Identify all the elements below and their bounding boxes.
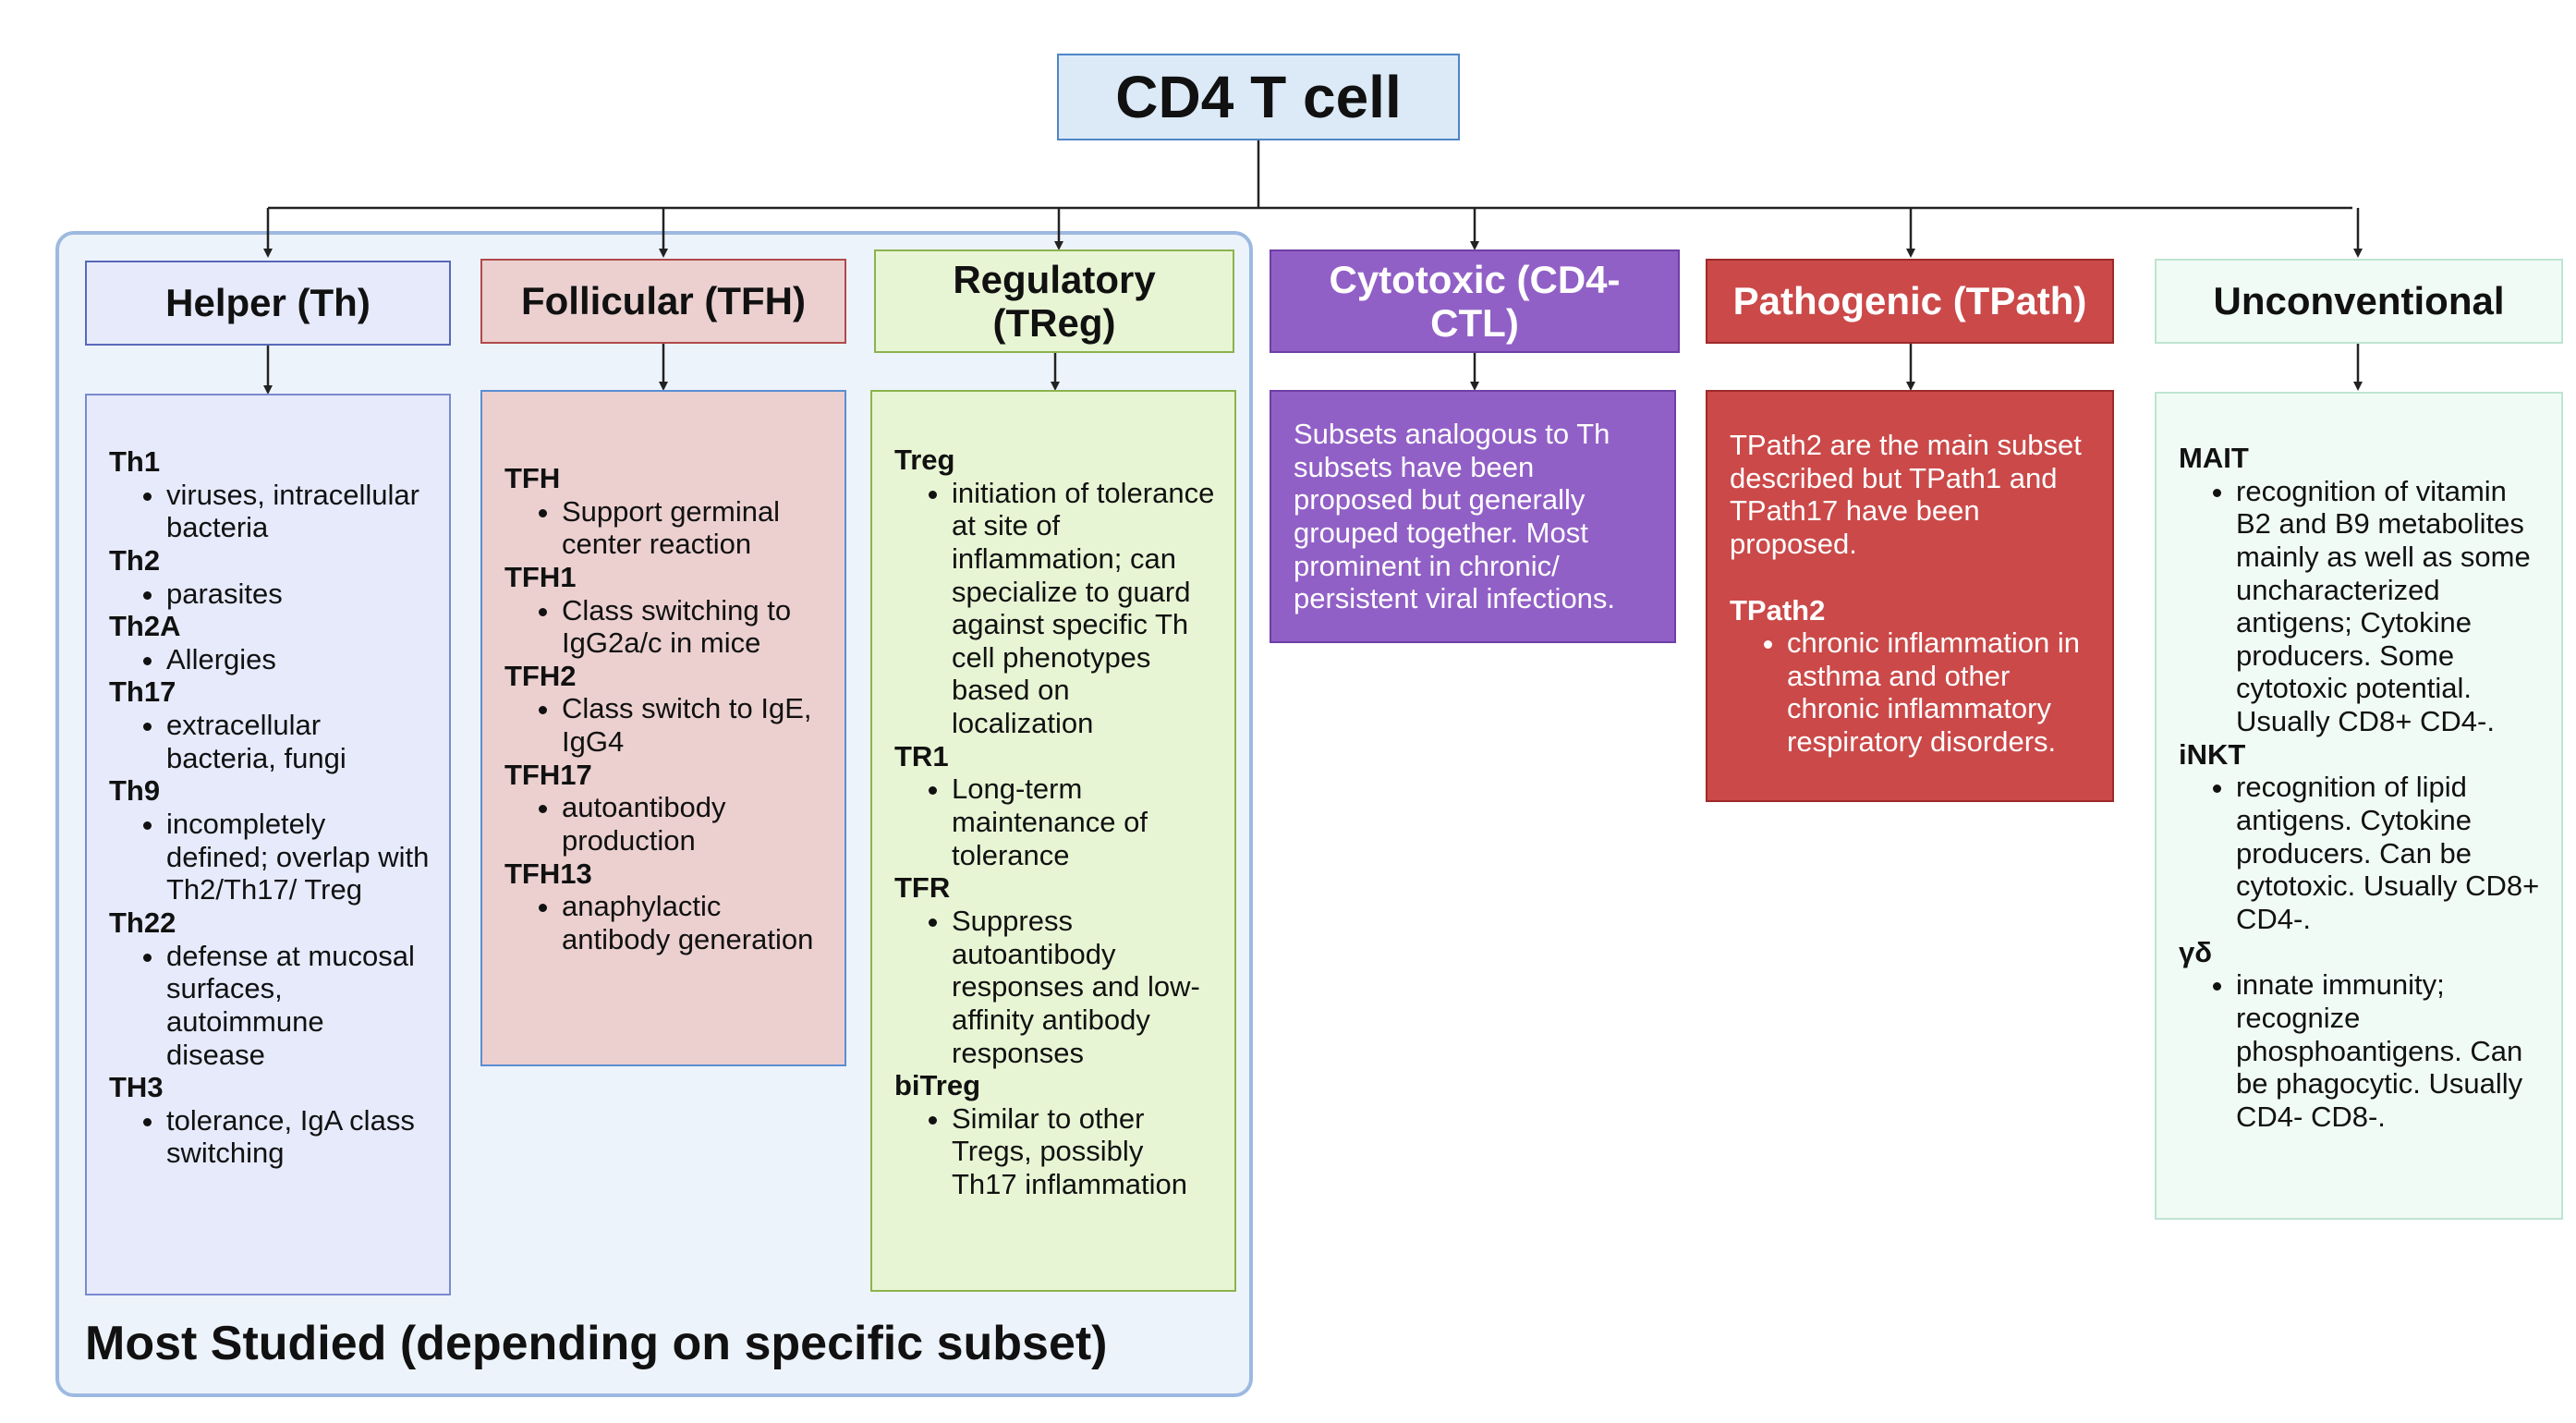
subset-description: Suppress autoantibody responses and low-…: [952, 905, 1216, 1069]
subset-description: autoantibody production: [562, 791, 826, 857]
subset-description: Support germinal center reaction: [562, 495, 826, 561]
follicular-header: Follicular (TFH): [480, 259, 846, 344]
subset-name: Th17: [109, 675, 176, 709]
subset-description: extracellular bacteria, fungi: [166, 709, 431, 774]
pathogenic-header: Pathogenic (TPath): [1706, 259, 2114, 344]
subset-name: TR1: [894, 739, 949, 772]
subset-name: Th1: [109, 445, 161, 478]
subset-gamma-delta: γδ innate immunity; recognize phosphoant…: [2179, 936, 2543, 1134]
subset-th9: Th9 incompletely defined; overlap with T…: [109, 774, 431, 906]
subset-description: defense at mucosal surfaces, autoimmune …: [166, 940, 431, 1072]
subset-name: iNKT: [2179, 737, 2246, 771]
subset-th17: Th17 extracellular bacteria, fungi: [109, 675, 431, 774]
subset-description: initiation of tolerance at site of infla…: [952, 477, 1216, 740]
subset-th3: TH3 tolerance, IgA class switching: [109, 1071, 431, 1170]
subset-description: Class switching to IgG2a/c in mice: [562, 594, 826, 660]
subset-tfh17: TFH17 autoantibody production: [504, 759, 826, 857]
subset-th2: Th2 parasites: [109, 544, 431, 610]
subset-name: Th2: [109, 543, 161, 577]
subset-mait: MAIT recognition of vitamin B2 and B9 me…: [2179, 442, 2543, 738]
subset-tfh1: TFH1 Class switching to IgG2a/c in mice: [504, 561, 826, 660]
subset-th1: Th1 viruses, intracellular bacteria: [109, 445, 431, 544]
unconventional-header: Unconventional: [2155, 259, 2563, 344]
subset-tfr: TFR Suppress autoantibody responses and …: [894, 871, 1216, 1069]
subset-tfh13: TFH13 anaphylactic antibody generation: [504, 857, 826, 956]
subset-description: chronic inflammation in asthma and other…: [1787, 626, 2094, 759]
subset-description: incompletely defined; overlap with Th2/T…: [166, 808, 431, 906]
subset-tfh: TFH Support germinal center reaction: [504, 462, 826, 561]
subset-description: Long-term maintenance of tolerance: [952, 772, 1216, 871]
helper-header: Helper (Th): [85, 261, 451, 346]
subset-name: Treg: [894, 444, 955, 476]
most-studied-label: Most Studied (depending on specific subs…: [85, 1317, 1108, 1370]
regulatory-subsets-box: Treg initiation of tolerance at site of …: [870, 390, 1236, 1292]
subset-description: parasites: [166, 578, 431, 611]
subset-description: tolerance, IgA class switching: [166, 1104, 431, 1170]
pathogenic-subsets-box: TPath2 are the main subset described but…: [1706, 390, 2114, 802]
subset-tr1: TR1 Long-term maintenance of tolerance: [894, 740, 1216, 872]
subset-bitreg: biTreg Similar to other Tregs, possibly …: [894, 1069, 1216, 1201]
subset-name: γδ: [2179, 935, 2213, 968]
subset-name: TFH2: [504, 659, 577, 692]
subset-description: innate immunity; recognize phosphoantige…: [2236, 968, 2543, 1133]
subset-description: recognition of vitamin B2 and B9 metabol…: [2236, 475, 2543, 738]
subset-name: TFR: [894, 871, 951, 905]
subset-treg: Treg initiation of tolerance at site of …: [894, 444, 1216, 740]
subset-th2a: Th2A Allergies: [109, 610, 431, 675]
cytotoxic-description: Subsets analogous to Th subsets have bee…: [1294, 418, 1616, 615]
subset-name: biTreg: [894, 1069, 981, 1102]
subset-name: TH3: [109, 1071, 164, 1104]
subset-name: TPath2: [1730, 593, 1826, 626]
subset-inkt: iNKT recognition of lipid antigens. Cyto…: [2179, 738, 2543, 936]
subset-name: TFH: [504, 462, 561, 494]
follicular-subsets-box: TFH Support germinal center reaction TFH…: [480, 390, 846, 1066]
subset-name: Th2A: [109, 610, 181, 643]
subset-tpath2: TPath2 chronic inflammation in asthma an…: [1730, 594, 2094, 759]
subset-description: anaphylactic antibody generation: [562, 890, 826, 955]
subset-description: viruses, intracellular bacteria: [166, 479, 431, 544]
subset-name: Th22: [109, 906, 176, 939]
subset-tfh2: TFH2 Class switch to IgE, IgG4: [504, 660, 826, 759]
subset-name: MAIT: [2179, 442, 2249, 474]
unconventional-subsets-box: MAIT recognition of vitamin B2 and B9 me…: [2155, 392, 2563, 1220]
subset-th22: Th22 defense at mucosal surfaces, autoim…: [109, 906, 431, 1071]
subset-name: TFH13: [504, 857, 592, 890]
subset-description: Similar to other Tregs, possibly Th17 in…: [952, 1102, 1216, 1201]
cytotoxic-header: Cytotoxic (CD4-CTL): [1270, 249, 1680, 353]
subset-description: recognition of lipid antigens. Cytokine …: [2236, 771, 2543, 935]
subset-description: Allergies: [166, 643, 431, 676]
subset-description: Class switch to IgE, IgG4: [562, 692, 826, 758]
cytotoxic-description-box: Subsets analogous to Th subsets have bee…: [1270, 390, 1676, 643]
pathogenic-description: TPath2 are the main subset described but…: [1730, 429, 2082, 560]
cd4-t-cell-title: CD4 T cell: [1057, 54, 1460, 140]
subset-name: Th9: [109, 774, 161, 808]
helper-subsets-box: Th1 viruses, intracellular bacteria Th2 …: [85, 394, 451, 1295]
regulatory-header: Regulatory (TReg): [874, 249, 1234, 353]
subset-name: TFH17: [504, 758, 592, 791]
subset-name: TFH1: [504, 560, 577, 593]
